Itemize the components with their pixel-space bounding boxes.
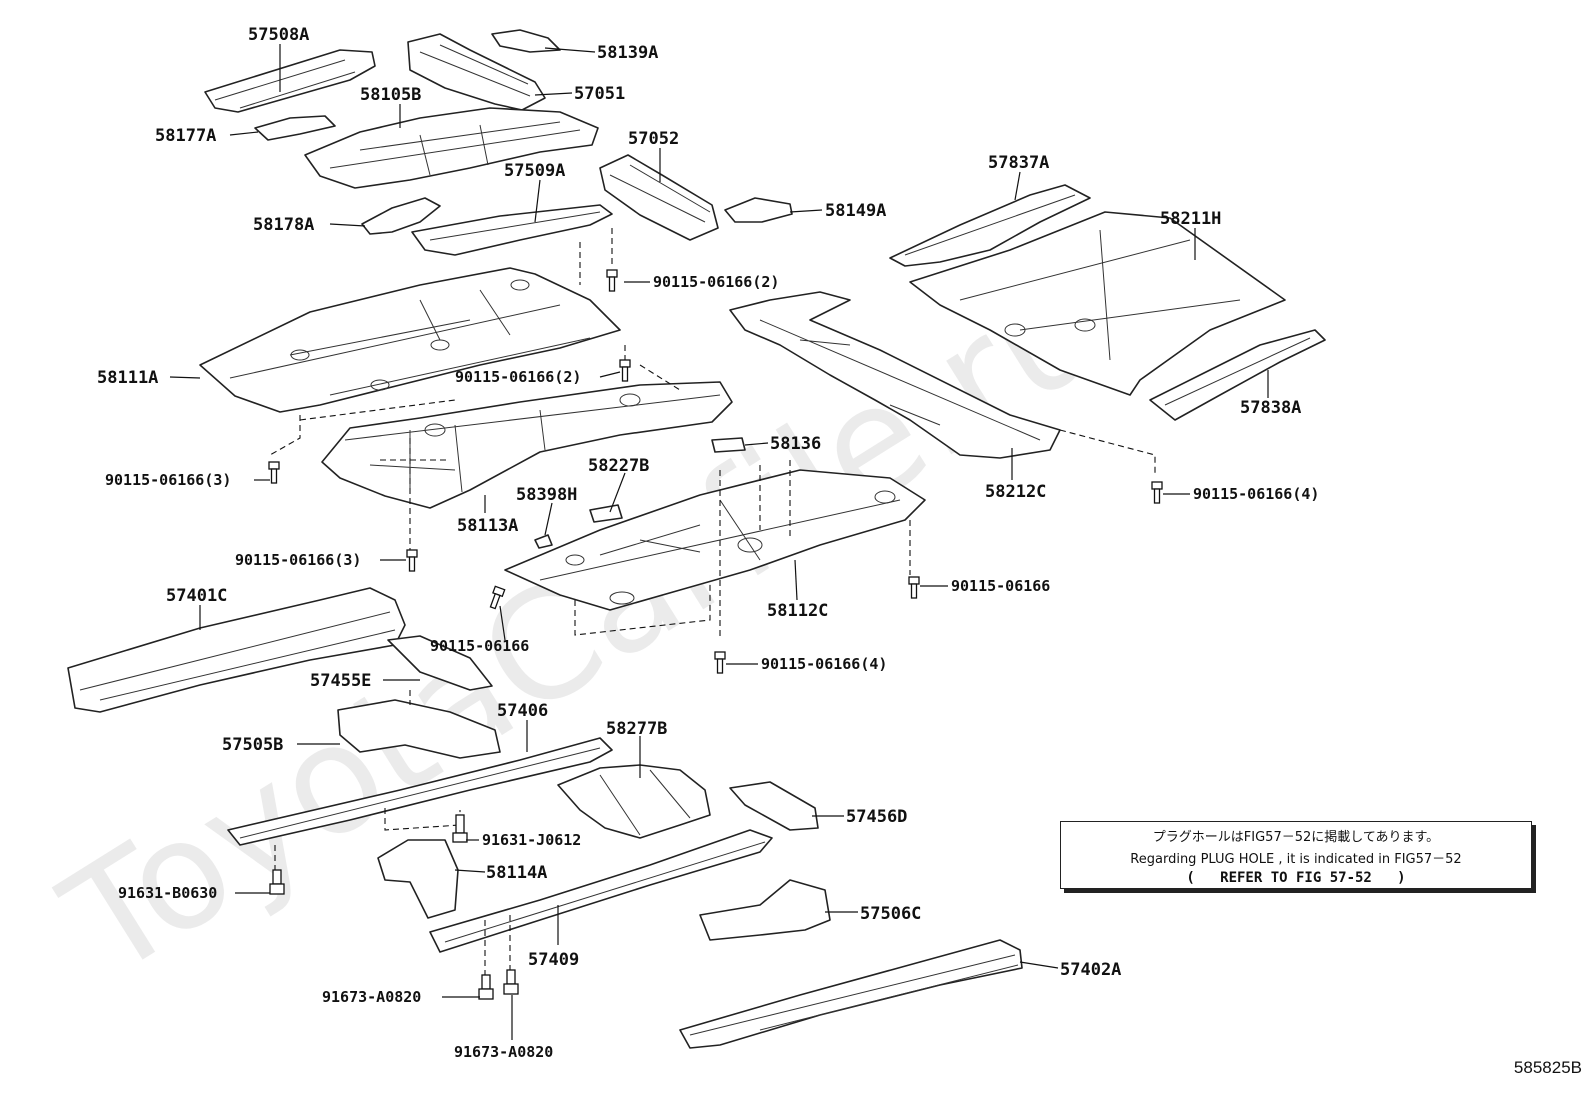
plug-hole-note: プラグホールはFIG57－52に掲載してあります。 Regarding PLUG… [1060, 821, 1532, 889]
part-57409 [429, 829, 773, 953]
label-90115-06166-right: 90115-06166 [951, 577, 1050, 595]
bolt-icon [606, 269, 618, 292]
label-58113A: 58113A [457, 516, 518, 536]
bolt-icon [619, 359, 631, 382]
bolt-icon [489, 585, 506, 610]
label-58149A: 58149A [825, 201, 886, 221]
diagram-code: 585825B [1513, 1058, 1582, 1077]
bolt-icon [503, 969, 519, 995]
label-91631-B0630: 91631-B0630 [118, 884, 217, 902]
label-57402A: 57402A [1060, 960, 1121, 980]
part-58177A [254, 115, 336, 141]
label-90115-06166-4-right: 90115-06166(4) [1193, 485, 1319, 503]
part-57402A [679, 939, 1023, 1049]
label-57401C: 57401C [166, 586, 227, 606]
label-57505B: 57505B [222, 735, 283, 755]
label-58114A: 58114A [486, 863, 547, 883]
label-57506C: 57506C [860, 904, 921, 924]
part-58227B [589, 504, 623, 523]
label-91673-A0820-left: 91673-A0820 [322, 988, 421, 1006]
label-58277B: 58277B [606, 719, 667, 739]
part-58114A [377, 839, 459, 919]
label-58105B: 58105B [360, 85, 421, 105]
label-57455E: 57455E [310, 671, 371, 691]
label-57406: 57406 [497, 701, 548, 721]
bolt-icon [1151, 481, 1163, 504]
part-58212C [729, 291, 1061, 459]
label-58177A: 58177A [155, 126, 216, 146]
bolt-icon [452, 814, 468, 843]
part-57456D [729, 781, 819, 831]
part-57051 [407, 33, 546, 111]
part-58111A [199, 267, 621, 413]
note-line-refer: ( REFER TO FIG 57-52 ) [1186, 870, 1406, 886]
label-91631-J0612: 91631-J0612 [482, 831, 581, 849]
note-line-japanese: プラグホールはFIG57－52に掲載してあります。 [1152, 830, 1440, 845]
label-57838A: 57838A [1240, 398, 1301, 418]
label-90115-06166-2-mid: 90115-06166(2) [455, 368, 581, 386]
label-58136: 58136 [770, 434, 821, 454]
part-57506C [699, 879, 831, 941]
part-58398H [534, 534, 553, 549]
bolt-icon [478, 974, 494, 1000]
leader-lines [169, 44, 1269, 1040]
part-57508A [204, 49, 376, 113]
label-57508A: 57508A [248, 25, 309, 45]
part-labels: 57508A 58139A 57051 58105B 58177A 57052 … [97, 25, 1319, 1061]
part-58139A [491, 29, 561, 53]
label-58212C: 58212C [985, 482, 1046, 502]
label-58227B: 58227B [588, 456, 649, 476]
label-57051: 57051 [574, 84, 625, 104]
part-57837A [889, 184, 1091, 267]
label-91673-A0820-bottom: 91673-A0820 [454, 1043, 553, 1061]
part-58149A [724, 197, 793, 223]
part-57406 [227, 737, 613, 846]
label-90115-06166-3-left: 90115-06166(3) [105, 471, 231, 489]
label-58211H: 58211H [1160, 209, 1221, 229]
part-57052 [599, 154, 719, 241]
part-58113A [321, 381, 733, 509]
bolt-icon [714, 651, 726, 674]
label-58112C: 58112C [767, 601, 828, 621]
bolt-icon [406, 549, 418, 572]
note-line-english: Regarding PLUG HOLE , it is indicated in… [1130, 852, 1462, 867]
part-58211H [909, 211, 1286, 396]
bolt-icon [908, 576, 920, 599]
part-57505B [337, 699, 501, 759]
label-90115-06166-2-top: 90115-06166(2) [653, 273, 779, 291]
bolt-icons [268, 269, 1163, 1000]
label-90115-06166-4-bottom: 90115-06166(4) [761, 655, 887, 673]
label-57409: 57409 [528, 950, 579, 970]
label-58139A: 58139A [597, 43, 658, 63]
bolt-icon [268, 461, 280, 484]
label-57052: 57052 [628, 129, 679, 149]
part-57401C [67, 587, 406, 713]
part-58178A [361, 197, 441, 235]
label-57837A: 57837A [988, 153, 1049, 173]
part-57838A [1149, 329, 1326, 421]
part-58277B [557, 764, 711, 839]
label-90115-06166-bottom: 90115-06166 [430, 637, 529, 655]
part-58136 [711, 437, 746, 453]
label-58178A: 58178A [253, 215, 314, 235]
part-58105B [304, 107, 599, 189]
dashed-guides [269, 228, 1156, 975]
label-57509A: 57509A [504, 161, 565, 181]
label-58111A: 58111A [97, 368, 158, 388]
part-57509A [411, 204, 613, 256]
bolt-icon [269, 869, 285, 895]
label-58398H: 58398H [516, 485, 577, 505]
label-57456D: 57456D [846, 807, 907, 827]
label-90115-06166-3-center: 90115-06166(3) [235, 551, 361, 569]
part-57455E [387, 635, 493, 691]
